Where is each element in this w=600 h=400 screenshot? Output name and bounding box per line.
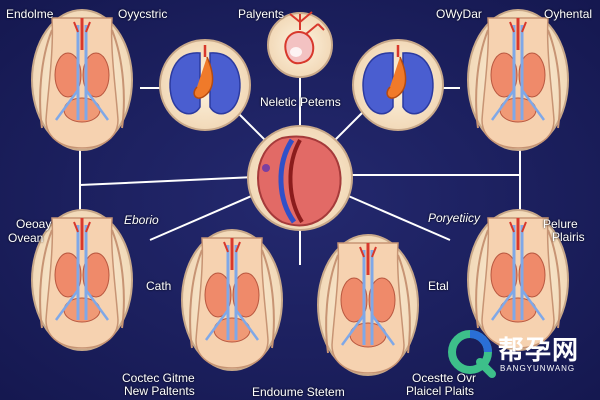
watermark-logo-icon (448, 330, 496, 378)
label-bottom-right-2: Ocestte Ovr (412, 371, 477, 385)
watermark: 帮孕网 BANGYUNWANG (444, 326, 584, 382)
body-figure-bottom-left (180, 228, 284, 372)
label-top-left-2: Oyycstric (118, 7, 168, 21)
watermark-text: 帮孕网 (498, 335, 580, 365)
body-figure-top-left (30, 8, 134, 152)
kidney-illustration-right (351, 38, 445, 132)
label-top-left: Endolme (6, 7, 54, 21)
body-figure-mid-left (30, 208, 134, 352)
label-left-mid-3: Eborio (124, 213, 159, 227)
label-bottom-left-3: New Paltents (124, 384, 195, 398)
label-top-center: Palyents (238, 7, 285, 21)
label-bottom-left-1: Cath (146, 279, 172, 293)
label-bottom-left-2: Coctec Gitme (122, 371, 195, 385)
vessel-organ-top (267, 11, 333, 78)
label-right-mid-1: Poryetiicy (428, 211, 481, 225)
label-right-mid-2: Pelure (543, 217, 578, 231)
label-bottom-center: Endoume Stetem (252, 385, 345, 399)
body-figure-top-right (466, 8, 570, 152)
label-left-mid-2: Ovean (8, 231, 44, 245)
center-uterus-illustration (247, 125, 353, 231)
label-center: Neletic Petems (260, 95, 341, 109)
label-top-right: OWyDar (436, 7, 482, 21)
label-right-mid-3: Plairis (552, 230, 585, 244)
label-bottom-right-3: Plaicel Plaits (406, 384, 475, 398)
label-bottom-right-1: Etal (428, 279, 449, 293)
label-top-right-2: Oyhental (544, 7, 593, 21)
watermark-subtext: BANGYUNWANG (500, 364, 576, 373)
label-left-mid-1: Oeoay (16, 217, 52, 231)
kidney-illustration-left (158, 38, 252, 132)
body-figure-bottom-right (316, 233, 420, 377)
